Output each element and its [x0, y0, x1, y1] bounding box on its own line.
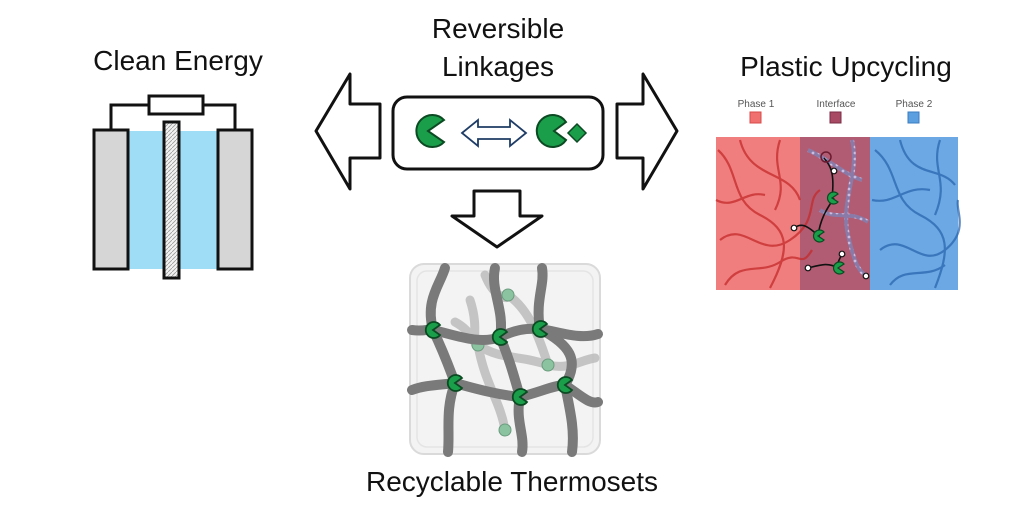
front-linkage-nodes [424, 320, 574, 406]
legend-interface-swatch [829, 111, 842, 124]
phase2-chains [871, 139, 961, 289]
bottom-title: Recyclable Thermosets [366, 466, 658, 497]
plastic-upcycling-panel: Phase 1 Interface Phase 2 [715, 99, 961, 290]
legend-interface-label: Interface [817, 99, 856, 110]
legend-phase1-swatch [749, 111, 762, 124]
load-resistor-icon [147, 94, 205, 116]
right-electrode [216, 128, 254, 271]
reversible-linkage-box [391, 95, 605, 171]
interface-open-node-icon [820, 151, 832, 163]
phase1-chains [715, 139, 821, 289]
open-unit-icon [535, 114, 568, 148]
interface-chains [807, 139, 870, 278]
arrow-down-icon [450, 189, 544, 249]
diamond-fragment-icon [566, 122, 588, 144]
interface-end-nodes [790, 167, 870, 280]
left-electrode [92, 128, 130, 271]
legend-phase2-label: Phase 2 [896, 99, 933, 110]
left-title: Clean Energy [93, 45, 263, 76]
arrow-left-icon [314, 72, 382, 191]
battery-cell-diagram [92, 94, 254, 280]
linked-unit-left-icon [415, 114, 446, 148]
right-title: Plastic Upcycling [740, 51, 952, 82]
interface-linkage-icons [813, 191, 845, 275]
external-circuit-wire [109, 103, 237, 130]
double-headed-arrow-icon [460, 118, 528, 148]
center-title-line2: Linkages [442, 51, 554, 82]
center-title-line1: Reversible [432, 13, 564, 44]
legend-phase1-label: Phase 1 [738, 99, 775, 110]
separator-membrane [162, 120, 181, 280]
legend-phase2-swatch [907, 111, 920, 124]
arrow-right-icon [615, 72, 679, 191]
thermoset-network [407, 263, 603, 457]
